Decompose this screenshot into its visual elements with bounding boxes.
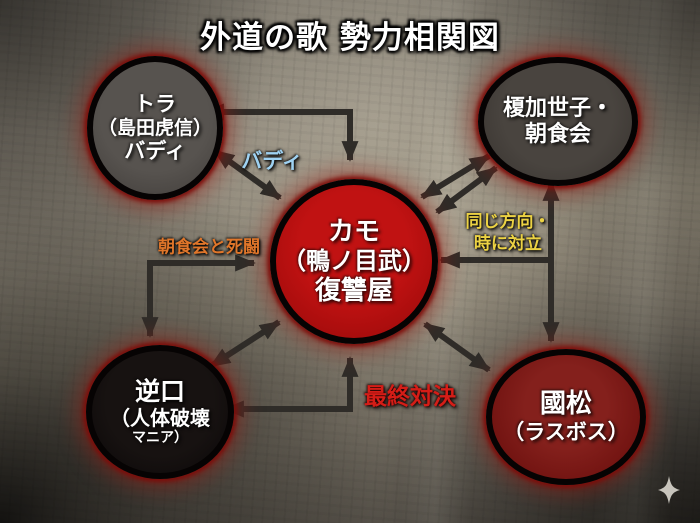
node-enoka: 榎加世子・ 朝食会 [478,57,638,186]
node-tora-line1: トラ [134,91,176,117]
node-kunimatsu: 國松 （ラスボス） [486,349,646,485]
node-sakaguchi: 逆口 （人体破壊 マニア） [86,345,234,479]
node-tora: トラ （島田虎信） バディ [87,56,223,200]
sparkle-icon [658,476,680,504]
edge-label-buddy: バディ [241,148,303,173]
node-sakaguchi-line3: マニア） [132,430,188,447]
node-tora-line2: （島田虎信） [97,116,212,139]
node-kamo-line1: カモ [327,216,380,247]
node-sakaguchi-line1: 逆口 [134,377,185,407]
edge-label-deathmatch: 朝食会と死闘 [158,237,260,258]
node-enoka-line2: 朝食会 [524,120,591,147]
page-title: 外道の歌 勢力相関図 [200,20,500,56]
node-kamo: カモ （鴨ノ目武） 復讐屋 [270,179,438,344]
node-kunimatsu-line2: （ラスボス） [503,418,629,444]
arrow-kamo-enoka-2 [435,165,498,215]
arrow-sakaguchi-kamo-diagonal [209,319,281,369]
node-kunimatsu-line1: 國松 [539,389,592,420]
edge-label-final-showdown: 最終対決 [364,383,456,410]
node-kamo-line2: （鴨ノ目武） [282,246,426,276]
node-sakaguchi-line2: （人体破壊 [110,405,210,430]
node-tora-line3: バディ [124,138,186,164]
arrow-sakaguchi-kamo-final [223,356,359,418]
arrow-tora-kamo-buddy [213,148,282,201]
arrow-kamo-kunimatsu [423,321,491,373]
edge-label-same-direction: 同じ方向・ 時に対立 [465,212,551,254]
node-enoka-line1: 榎加世子・ [502,94,613,121]
arrow-kamo-sakaguchi-elbow [141,254,256,338]
node-kamo-line3: 復讐屋 [314,275,393,306]
arrow-tora-kamo-elbow [203,103,359,162]
arrow-kamo-enoka-1 [420,153,491,200]
